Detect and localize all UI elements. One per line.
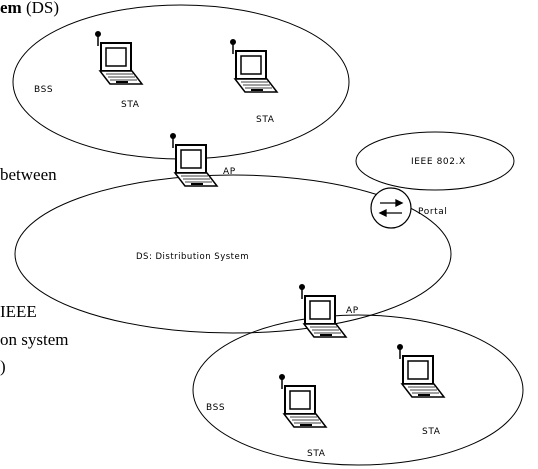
portal-label: Portal: [418, 207, 447, 217]
sta-laptop-icon: [229, 38, 278, 93]
svg-text:em (DS): em (DS): [0, 0, 59, 17]
portal-circle: [370, 187, 412, 229]
ieee-802x-label: IEEE 802.X: [411, 157, 466, 167]
sta-laptop-icon: [278, 373, 327, 428]
bss-top-ellipse: [12, 4, 350, 160]
ds-label: DS: Distribution System: [136, 252, 249, 262]
heading-bold-text: em: [0, 0, 22, 17]
side-text-system: on system: [0, 330, 68, 349]
ieee-802x-ellipse: [355, 131, 515, 191]
bss-bottom-sta-left-label: STA: [307, 449, 326, 459]
bss-bottom-label: BSS: [206, 403, 225, 413]
bss-bottom-sta-right-label: STA: [422, 427, 441, 437]
heading-rest-text: (DS): [22, 0, 59, 17]
sta-laptop-icon: [94, 30, 143, 85]
ds-ellipse: [14, 174, 452, 334]
side-text-paren: ): [0, 357, 6, 376]
bss-top-sta-right-label: STA: [256, 115, 275, 125]
bidirectional-arrows-icon: [378, 198, 404, 218]
ap-top-label: AP: [223, 167, 236, 177]
ap-bottom-label: AP: [346, 306, 359, 316]
page-heading: em (DS): [0, 0, 59, 17]
bss-top-label: BSS: [34, 85, 53, 95]
bss-top-sta-left-label: STA: [121, 100, 140, 110]
sta-laptop-icon: [396, 343, 445, 398]
side-text-ieee: IEEE: [0, 302, 37, 321]
bss-bottom-ellipse: [192, 314, 524, 466]
side-text-between: between: [0, 165, 57, 184]
access-point-icon: [298, 283, 347, 338]
